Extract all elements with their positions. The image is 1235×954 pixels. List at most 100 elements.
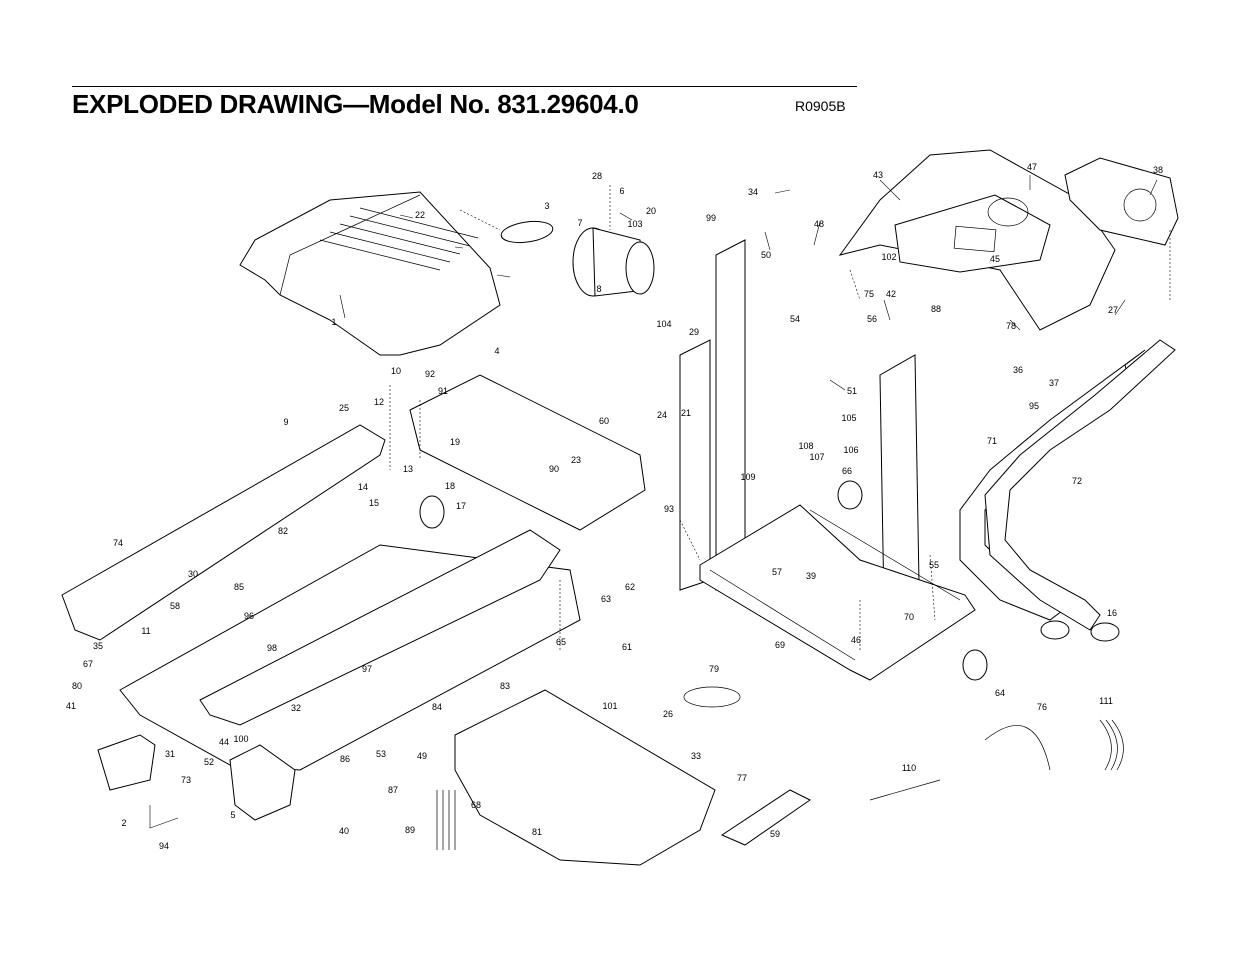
callout-57: 57: [772, 567, 782, 577]
callout-41: 41: [66, 701, 76, 711]
callout-87: 87: [388, 785, 398, 795]
callout-4: 4: [494, 346, 499, 356]
callout-108: 108: [798, 441, 813, 451]
assembly-lines: [389, 185, 1171, 650]
callout-34: 34: [748, 187, 758, 197]
callout-7: 7: [577, 218, 582, 228]
leader-lines: [339, 175, 1158, 391]
callout-58: 58: [170, 601, 180, 611]
callout-43: 43: [873, 170, 883, 180]
callout-62: 62: [625, 582, 635, 592]
callout-78: 78: [1006, 321, 1016, 331]
callout-81: 81: [532, 827, 542, 837]
wheel-upper: [837, 480, 863, 510]
callout-55: 55: [929, 560, 939, 570]
callout-72: 72: [1072, 476, 1082, 486]
callout-70: 70: [904, 612, 914, 622]
callout-31: 31: [165, 749, 175, 759]
callout-67: 67: [83, 659, 93, 669]
callout-49: 49: [417, 751, 427, 761]
callout-15: 15: [369, 498, 379, 508]
callout-38: 38: [1153, 165, 1163, 175]
callout-100: 100: [233, 734, 248, 744]
cable-76: [984, 725, 1051, 771]
callout-52: 52: [204, 757, 214, 767]
motor-hood: [239, 191, 501, 356]
callout-47: 47: [1027, 162, 1037, 172]
power-cord: [683, 686, 741, 708]
callout-82: 82: [278, 526, 288, 536]
callout-10: 10: [391, 366, 401, 376]
callout-3: 3: [544, 201, 549, 211]
handrail-right: [984, 339, 1176, 631]
rear-endcap: [229, 744, 296, 821]
callout-91: 91: [438, 386, 448, 396]
left-rail: [61, 424, 386, 641]
foot-left: [1040, 620, 1070, 640]
callout-73: 73: [181, 775, 191, 785]
callout-93: 93: [664, 504, 674, 514]
callout-107: 107: [809, 452, 824, 462]
callout-90: 90: [549, 464, 559, 474]
callout-11: 11: [141, 626, 150, 636]
callout-80: 80: [72, 681, 82, 691]
callout-64: 64: [995, 688, 1005, 698]
callout-36: 36: [1013, 365, 1023, 375]
callout-17: 17: [456, 501, 466, 511]
callout-85: 85: [234, 582, 244, 592]
foot-right: [1090, 622, 1120, 642]
callout-8: 8: [596, 284, 601, 294]
speaker-housing: [1064, 157, 1179, 246]
callout-101: 101: [602, 701, 617, 711]
callout-77: 77: [737, 773, 747, 783]
callout-97: 97: [362, 664, 372, 674]
callout-39: 39: [806, 571, 816, 581]
callout-37: 37: [1049, 378, 1059, 388]
callout-25: 25: [339, 403, 349, 413]
callout-59: 59: [770, 829, 780, 839]
hex-key: [149, 805, 179, 829]
callout-66: 66: [842, 466, 852, 476]
cable-110: [869, 779, 941, 801]
callout-1: 1: [331, 317, 336, 327]
callout-5: 5: [230, 810, 235, 820]
page-title: EXPLODED DRAWING—Model No. 831.29604.0: [72, 89, 639, 119]
callout-109: 109: [740, 472, 755, 482]
callout-24: 24: [657, 410, 667, 420]
drawing-code: R0905B: [795, 98, 846, 114]
callout-21: 21: [681, 408, 691, 418]
callout-86: 86: [340, 754, 350, 764]
cable-ties: [436, 790, 456, 850]
callout-28: 28: [592, 171, 602, 181]
callout-labels: 1234567891011121314151617181920212223242…: [66, 162, 1163, 851]
callout-27: 27: [1108, 305, 1118, 315]
drive-motor: [572, 227, 655, 297]
callout-60: 60: [599, 416, 609, 426]
callout-13: 13: [403, 464, 413, 474]
cable-111: [1099, 719, 1124, 771]
callout-20: 20: [646, 206, 656, 216]
callout-40: 40: [339, 826, 349, 836]
callout-23: 23: [571, 455, 581, 465]
callout-35: 35: [93, 641, 103, 651]
callout-14: 14: [358, 482, 368, 492]
callout-29: 29: [689, 327, 699, 337]
callout-61: 61: [622, 642, 632, 652]
callout-98: 98: [267, 643, 277, 653]
right-rail: [199, 529, 561, 726]
motor-controller: [720, 789, 811, 846]
callout-30: 30: [188, 569, 198, 579]
callout-96: 96: [244, 611, 254, 621]
callout-48: 48: [814, 219, 824, 229]
callout-2: 2: [121, 818, 126, 828]
drive-belt: [500, 220, 554, 244]
callout-103: 103: [627, 219, 642, 229]
callout-54: 54: [790, 314, 800, 324]
callout-18: 18: [445, 481, 455, 491]
wheel-lower: [962, 649, 988, 681]
callout-65: 65: [556, 637, 566, 647]
callout-92: 92: [425, 369, 435, 379]
callout-56: 56: [867, 314, 877, 324]
console: [838, 149, 1116, 331]
